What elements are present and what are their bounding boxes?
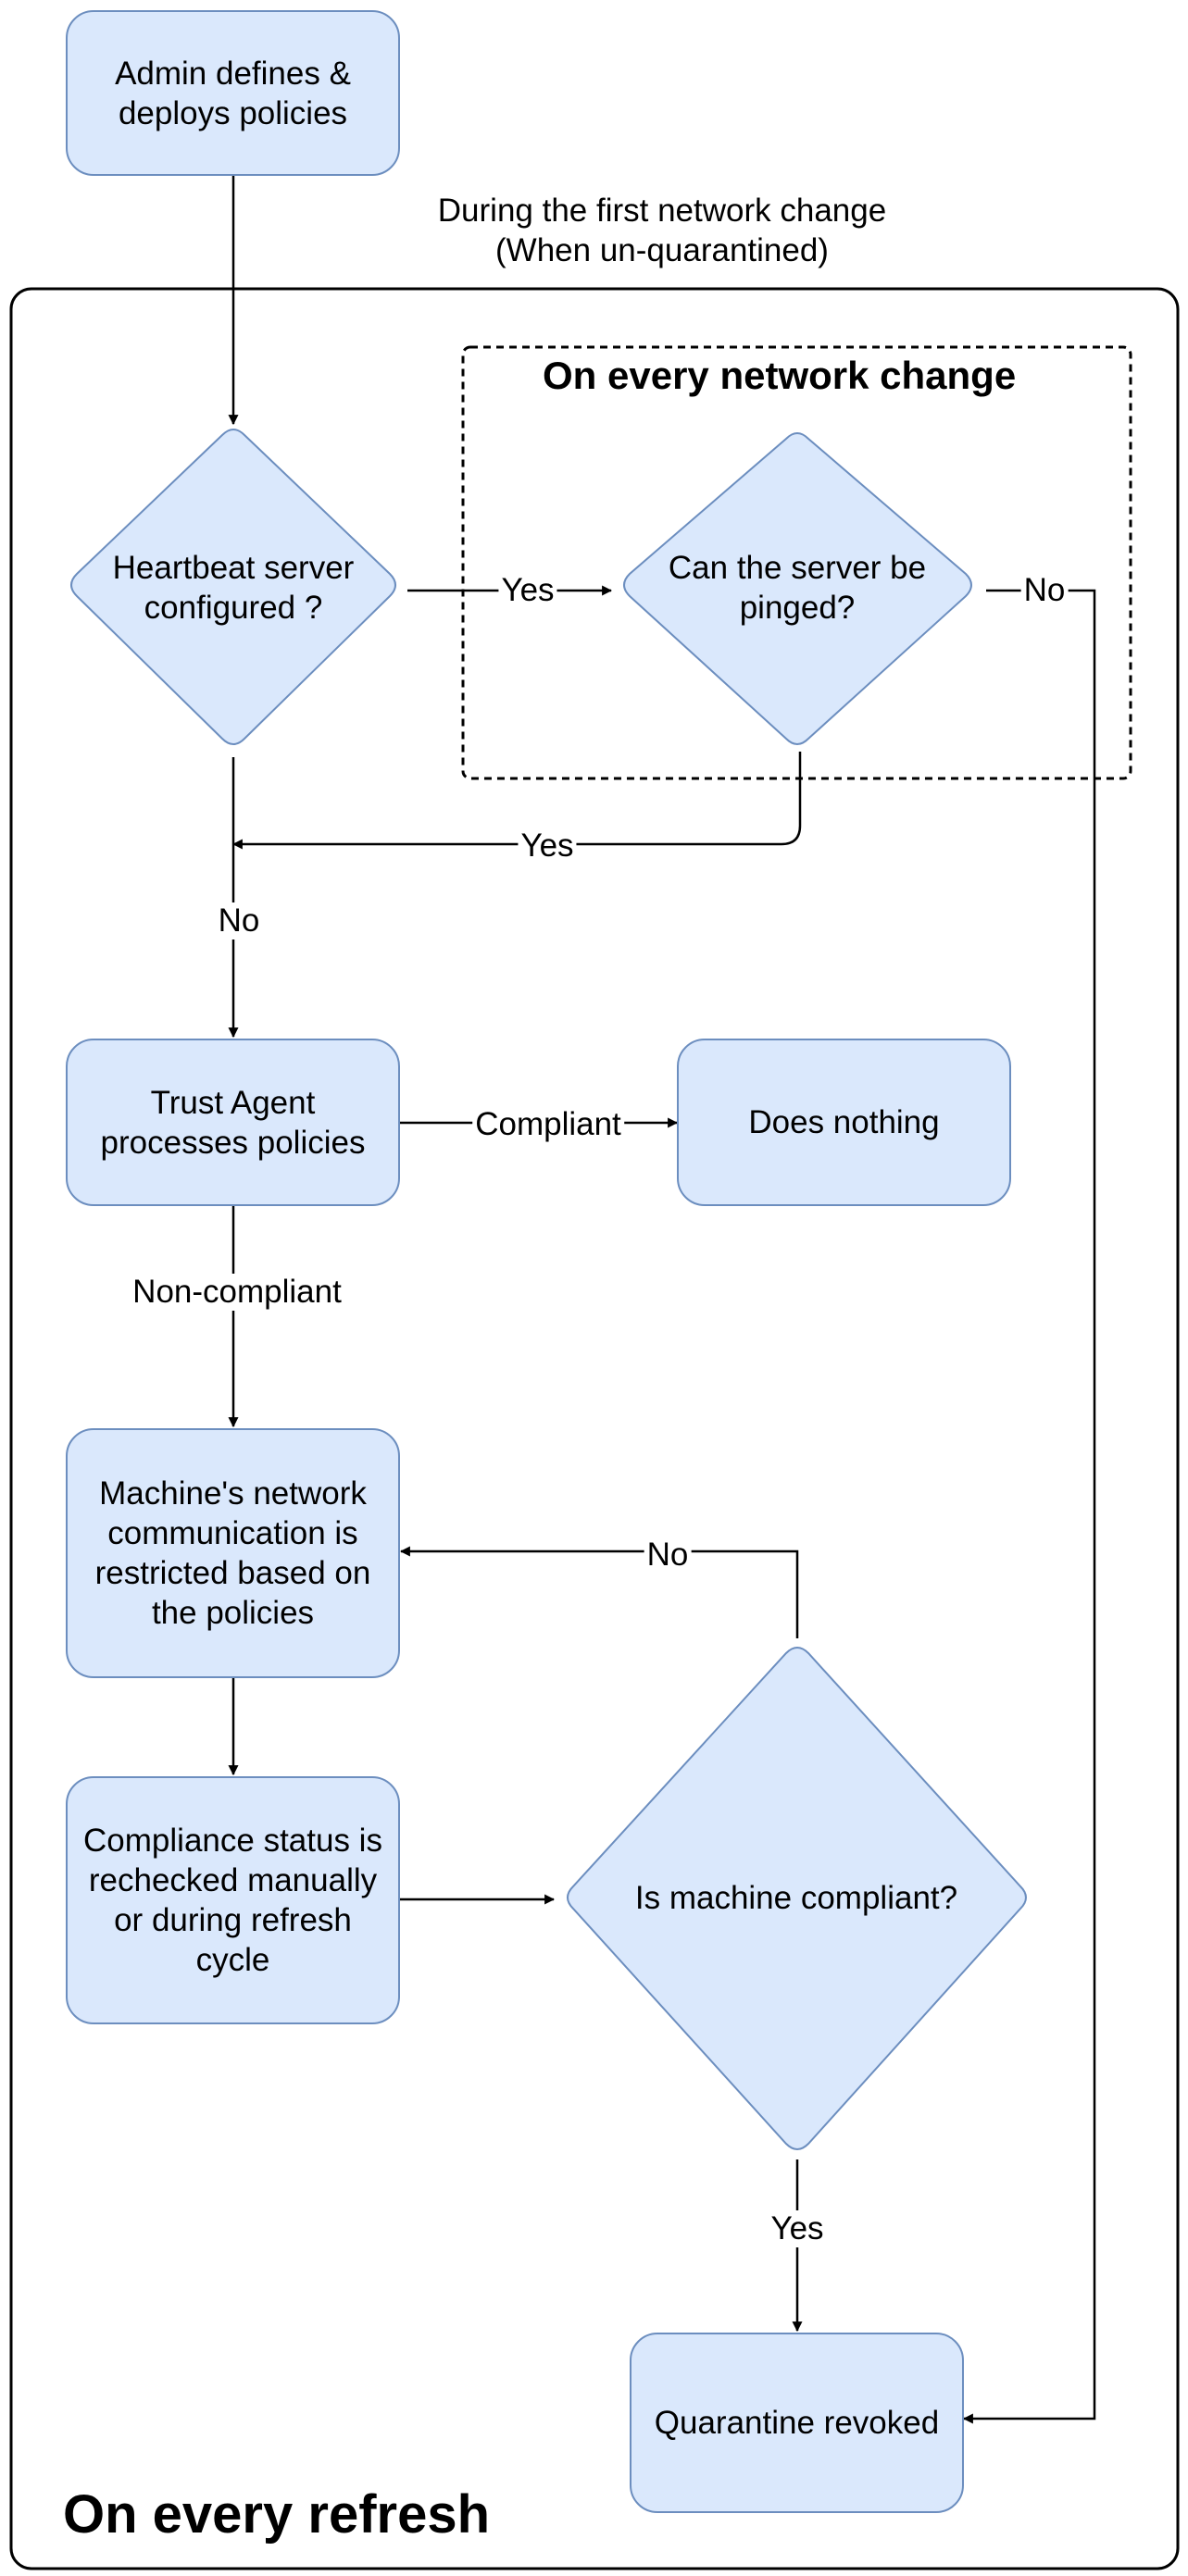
edge-label-non-compliant: Non-compliant — [130, 1274, 344, 1311]
refresh-group-frame — [9, 287, 1180, 2570]
ping-decision-label: Can the server be pinged? — [668, 550, 927, 626]
network-change-group-frame — [461, 345, 1132, 780]
first-network-change-caption: During the first network change (When un… — [380, 191, 944, 270]
quarantine-revoked-node: Quarantine revoked — [630, 2333, 964, 2513]
edge-label-compliance-no: No — [644, 1537, 692, 1574]
edge-ping-yes-to-heartbeat-line — [231, 752, 802, 850]
compliance-decision-label: Is machine compliant? — [634, 1879, 958, 1916]
recheck-compliance-node: Compliance status is rechecked manually … — [66, 1776, 400, 2024]
caption-line-2: (When un-quarantined) — [495, 232, 829, 268]
edge-label-compliant: Compliant — [472, 1106, 624, 1143]
ping-decision-shape — [623, 432, 972, 745]
restricted-communication-node: Machine's network communication is restr… — [66, 1428, 400, 1678]
network-change-group-title: On every network change — [543, 354, 1017, 397]
edge-label-compliance-yes: Yes — [768, 2210, 827, 2247]
edge-label-heartbeat-yes: Yes — [498, 572, 557, 609]
refresh-group-title: On every refresh — [63, 2484, 491, 2545]
edge-compliance-no-loop — [399, 1546, 799, 1638]
caption-line-1: During the first network change — [437, 193, 887, 229]
edge-ping-no-to-revoked — [962, 589, 1096, 2424]
compliance-decision-shape — [567, 1647, 1027, 2150]
does-nothing-node: Does nothing — [677, 1039, 1011, 1206]
edge-label-ping-no: No — [1020, 572, 1069, 609]
edge-label-heartbeat-no: No — [215, 902, 263, 940]
edge-label-ping-yes: Yes — [518, 828, 577, 865]
heartbeat-decision-shape — [70, 429, 396, 745]
trust-agent-node: Trust Agent processes policies — [66, 1039, 400, 1206]
heartbeat-decision-label: Heartbeat server configured ? — [112, 550, 355, 626]
admin-defines-policies-node: Admin defines & deploys policies — [66, 10, 400, 176]
